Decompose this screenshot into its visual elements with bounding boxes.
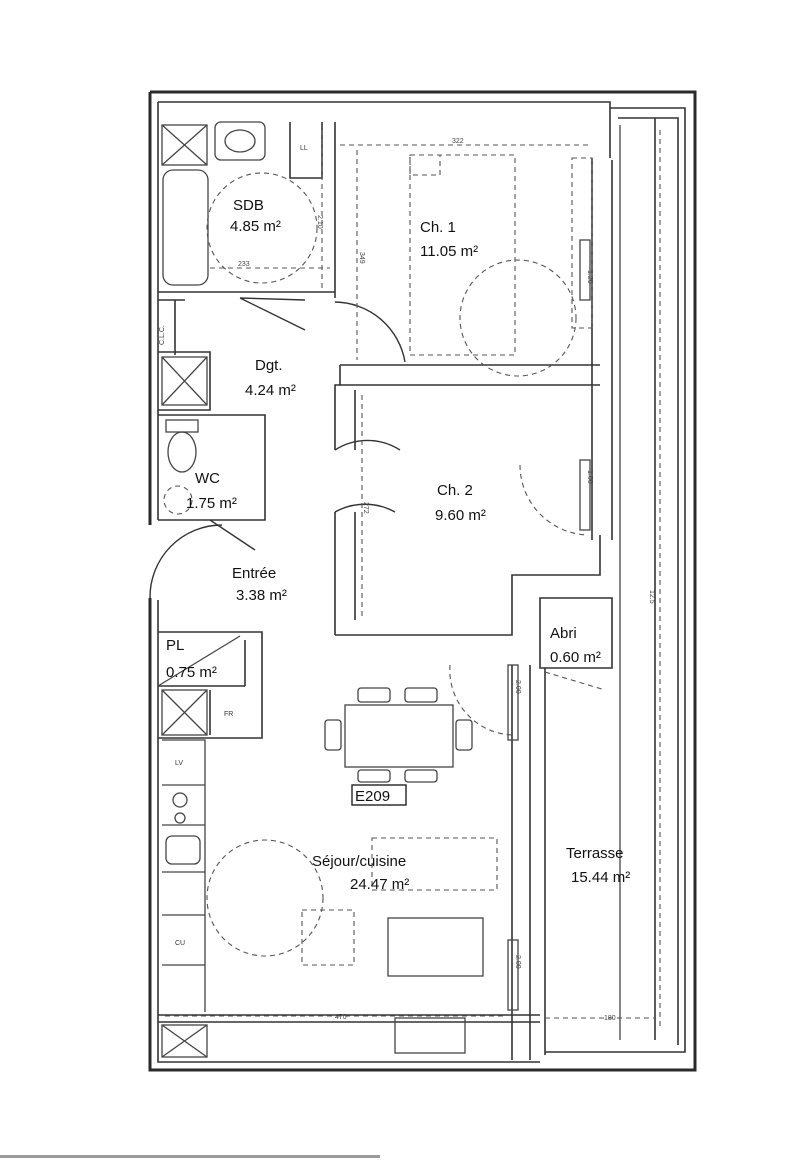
dim-ch2-depth: 272	[362, 502, 369, 514]
unit-tag: E209	[351, 784, 407, 806]
fixture-tags: LL C.L.C. FR LV CU	[159, 145, 308, 947]
room-pl-name: PL	[166, 637, 184, 654]
room-entree-name: Entrée	[232, 565, 276, 582]
tag-cu: CU	[175, 940, 185, 947]
doors	[149, 297, 606, 736]
unit-id: E209	[355, 788, 390, 805]
room-ch1-name: Ch. 1	[420, 219, 456, 236]
tag-lv: LV	[175, 760, 183, 767]
room-sdb-area: 4.85 m²	[230, 218, 281, 235]
room-dgt-name: Dgt.	[255, 357, 283, 374]
dim-window-sejour-2: 2.00	[514, 955, 521, 969]
room-abri-name: Abri	[550, 625, 577, 642]
room-sejour-name: Séjour/cuisine	[312, 853, 406, 870]
tag-ll: LL	[300, 145, 308, 152]
wc-fixtures	[161, 356, 208, 515]
bathroom-fixtures	[161, 121, 318, 286]
dim-window-sejour-1: 2.00	[514, 680, 521, 694]
windows	[507, 239, 591, 1011]
room-ch2-name: Ch. 2	[437, 482, 473, 499]
room-ch1-area: 11.05 m²	[420, 243, 478, 260]
room-pl-area: 0.75 m²	[166, 664, 217, 681]
room-dgt-area: 4.24 m²	[245, 382, 296, 399]
room-wc-area: 1.75 m²	[186, 495, 237, 512]
room-sejour-area: 24.47 m²	[350, 876, 409, 893]
room-labels: SDB 4.85 m² Ch. 1 11.05 m² Dgt. 4.24 m² …	[166, 197, 630, 893]
dimension-lines: 233 2.10 322 349 272 470 12.5 1.20 1.00 …	[165, 130, 661, 1030]
dim-sejour-width: 470	[335, 1014, 347, 1021]
cupboards	[157, 635, 241, 1058]
bottom-rule	[0, 1155, 380, 1158]
dim-ch1-width: 322	[452, 138, 464, 145]
room-terrasse-area: 15.44 m²	[571, 869, 630, 886]
dim-terrasse-width: 180	[604, 1015, 616, 1022]
dim-window-ch1: 1.20	[586, 270, 593, 284]
interior-walls	[158, 122, 613, 1060]
dim-terrasse-length: 12.5	[648, 590, 655, 604]
dim-sdb-height: 2.10	[316, 215, 323, 229]
living-furniture	[301, 687, 498, 1054]
dim-ch1-height: 349	[358, 252, 365, 264]
room-wc-name: WC	[195, 470, 220, 487]
room-terrasse-name: Terrasse	[566, 845, 624, 862]
exterior-walls	[148, 90, 697, 1072]
tag-fr: FR	[224, 711, 233, 718]
dim-window-ch2: 1.00	[586, 470, 593, 484]
bedroom-furniture	[409, 154, 593, 377]
room-ch2-area: 9.60 m²	[435, 507, 486, 524]
room-sdb-name: SDB	[233, 197, 264, 214]
room-entree-area: 3.38 m²	[236, 587, 287, 604]
dim-sdb-width: 233	[238, 261, 250, 268]
tag-clic: C.L.C.	[159, 325, 166, 345]
terrace-edges	[545, 125, 655, 1040]
room-abri-area: 0.60 m²	[550, 649, 601, 666]
kitchen-counter	[162, 739, 324, 1012]
